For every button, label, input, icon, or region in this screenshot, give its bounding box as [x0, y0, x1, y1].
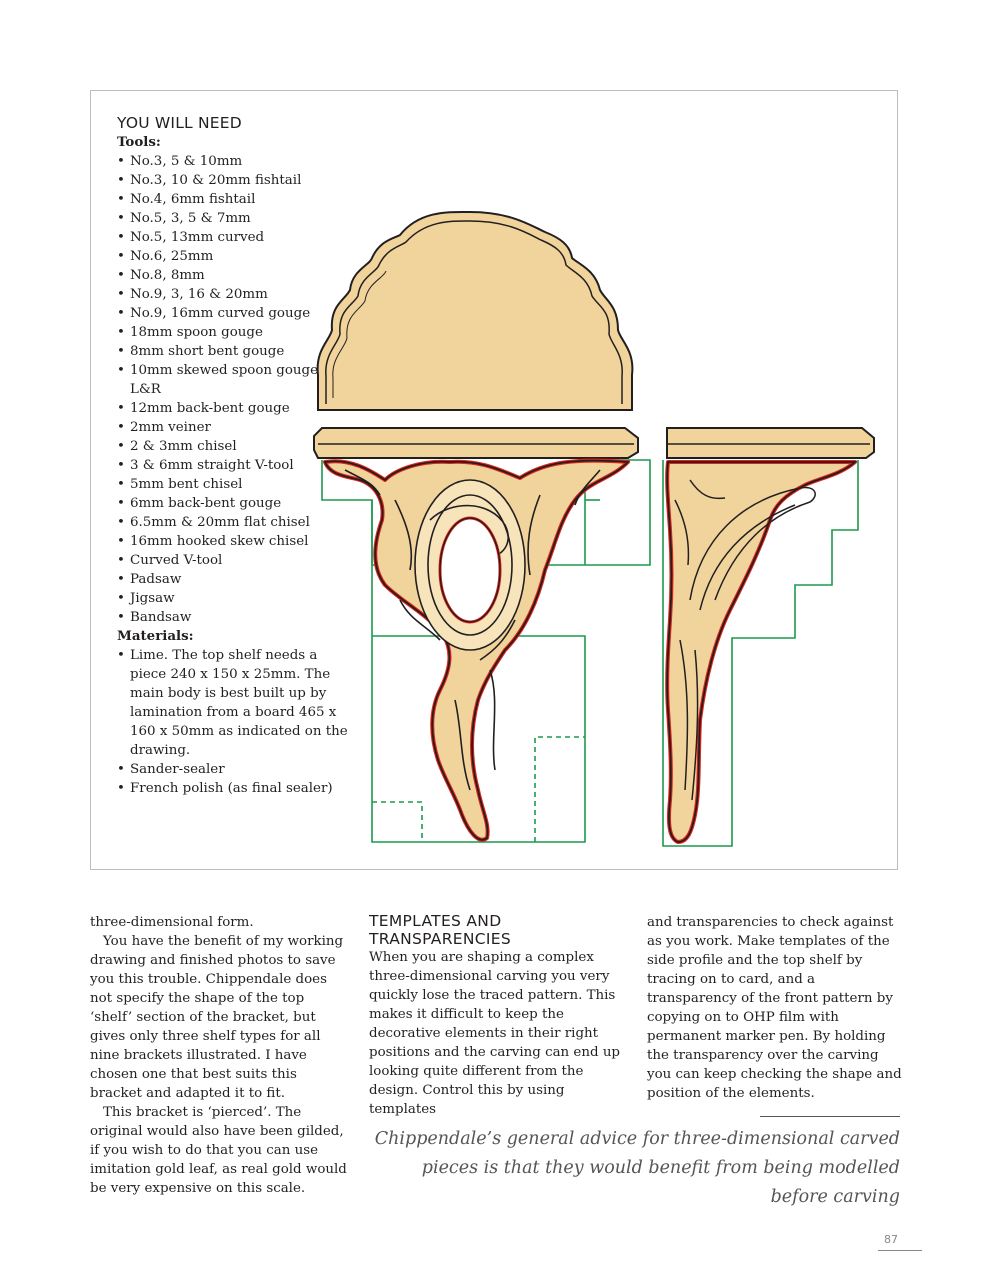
- body-column-1: three-dimensional form. You have the ben…: [90, 913, 348, 1198]
- tool-item: 16mm hooked skew chisel: [117, 532, 357, 551]
- materials-label: Materials:: [117, 628, 194, 644]
- front-bracket-outline: [323, 459, 631, 841]
- col3-para: and transparencies to check against as y…: [647, 915, 902, 1101]
- sidebar-box: [90, 90, 898, 870]
- side-bracket-detail: [674, 479, 816, 801]
- body-column-2: TEMPLATES AND TRANSPARENCIES When you ar…: [369, 912, 627, 1119]
- tool-item: Jigsaw: [117, 589, 357, 608]
- you-will-need-panel: YOU WILL NEED Tools: No.3, 5 & 10mmNo.3,…: [117, 113, 357, 798]
- tool-item: No.4, 6mm fishtail: [117, 190, 357, 209]
- side-bracket-outline: [666, 461, 858, 843]
- pull-quote-rule: [760, 1116, 900, 1117]
- tool-item: No.5, 13mm curved: [117, 228, 357, 247]
- side-shelf: [666, 427, 875, 459]
- tool-item: 2 & 3mm chisel: [117, 437, 357, 456]
- tool-item: 12mm back-bent gouge: [117, 399, 357, 418]
- shelf-plan-inner2: [332, 270, 387, 398]
- col2-para: When you are shaping a complex three-dim…: [369, 950, 621, 1117]
- tool-item: Curved V-tool: [117, 551, 357, 570]
- pull-quote: Chippendale’s general advice for three-d…: [374, 1129, 900, 1207]
- tool-item: 10mm skewed spoon gouges L&R: [117, 361, 357, 399]
- tool-item: No.6, 25mm: [117, 247, 357, 266]
- material-item: Lime. The top shelf needs a piece 240 x …: [117, 646, 357, 760]
- tool-item: Padsaw: [117, 570, 357, 589]
- tool-item: No.8, 8mm: [117, 266, 357, 285]
- page-number-rule: [878, 1250, 922, 1251]
- front-shelf: [313, 427, 639, 459]
- material-item: Sander-sealer: [117, 760, 357, 779]
- you-will-need-heading: YOU WILL NEED: [117, 114, 242, 132]
- tool-item: Bandsaw: [117, 608, 357, 627]
- templates-heading: TEMPLATES AND TRANSPARENCIES: [369, 912, 511, 948]
- tool-item: No.5, 3, 5 & 7mm: [117, 209, 357, 228]
- tool-item: 6.5mm & 20mm flat chisel: [117, 513, 357, 532]
- page-number: 87: [884, 1233, 898, 1246]
- tool-item: No.3, 5 & 10mm: [117, 152, 357, 171]
- material-item: French polish (as final sealer): [117, 779, 357, 798]
- tool-item: 3 & 6mm straight V-tool: [117, 456, 357, 475]
- body-column-3: and transparencies to check against as y…: [647, 913, 905, 1103]
- shelf-plan-outer: [316, 210, 634, 411]
- shelf-plan-inner: [325, 220, 623, 404]
- tool-item: 5mm bent chisel: [117, 475, 357, 494]
- tool-item: 8mm short bent gouge: [117, 342, 357, 361]
- tools-label: Tools:: [117, 134, 161, 150]
- tool-item: 2mm veiner: [117, 418, 357, 437]
- tool-item: 6mm back-bent gouge: [117, 494, 357, 513]
- materials-list: Lime. The top shelf needs a piece 240 x …: [117, 646, 357, 798]
- col1-para-2: You have the benefit of my working drawi…: [90, 934, 344, 1101]
- side-lamination-lines: [662, 460, 859, 847]
- bracket-drawing: [313, 210, 875, 847]
- tool-item: No.9, 3, 16 & 20mm: [117, 285, 357, 304]
- tools-list: No.3, 5 & 10mmNo.3, 10 & 20mm fishtailNo…: [117, 152, 357, 627]
- tool-item: No.9, 16mm curved gouge: [117, 304, 357, 323]
- col1-para-3: This bracket is ‘pierced’. The original …: [90, 1105, 347, 1196]
- tool-item: No.3, 10 & 20mm fishtail: [117, 171, 357, 190]
- col1-para-1: three-dimensional form.: [90, 915, 254, 930]
- tool-item: 18mm spoon gouge: [117, 323, 357, 342]
